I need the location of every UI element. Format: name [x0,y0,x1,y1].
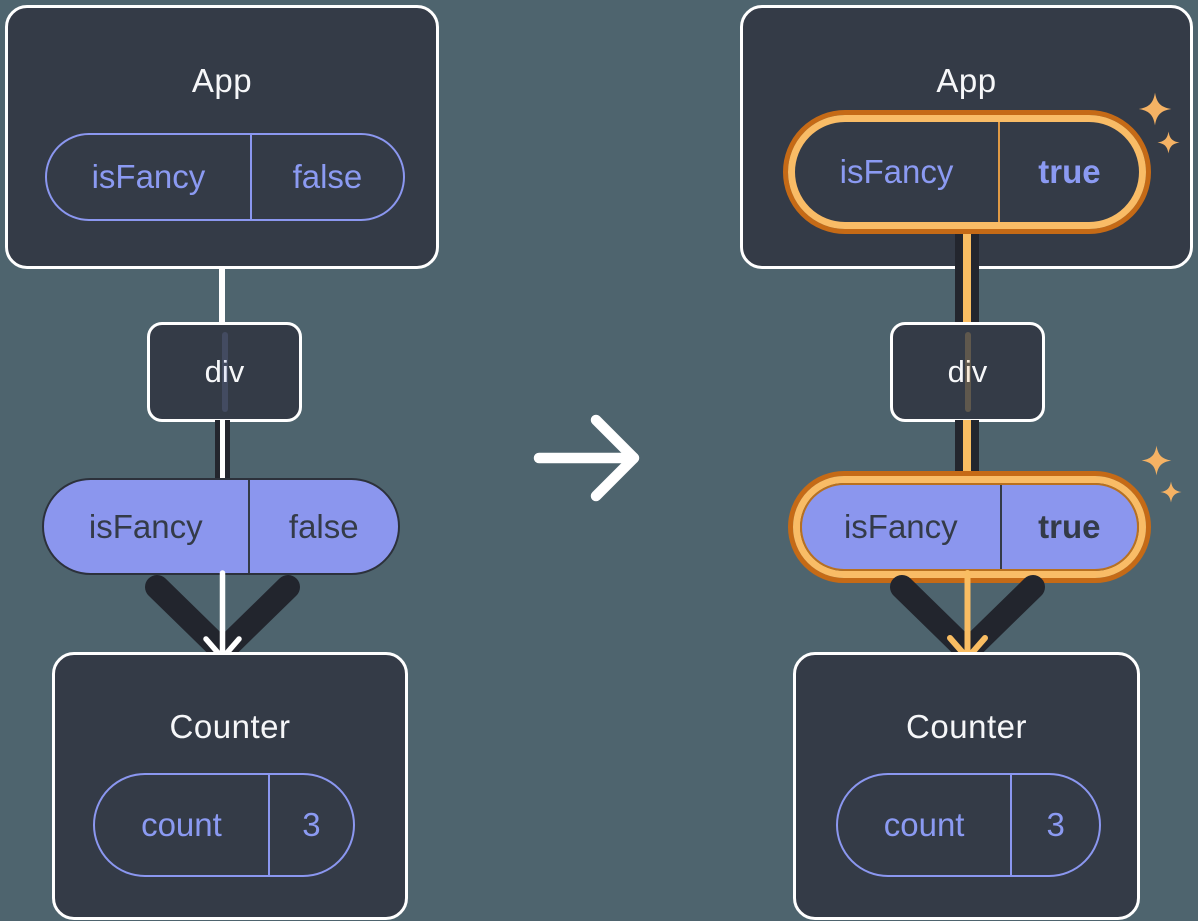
highlighted-state-pill: isFancy true [783,110,1151,234]
state-pill: isFancy false [45,133,405,221]
component-title: Counter [906,708,1027,745]
counter-component-card: Counter count 3 [52,652,408,920]
prop-name: isFancy [88,507,203,545]
pass-through-line [221,332,228,412]
prop-pipe [955,420,979,480]
div-node-label: div [204,354,245,389]
state-name: isFancy [839,153,954,190]
app-component-card: App isFancy false [5,5,439,269]
div-node: div [890,322,1045,422]
tree-edge [219,266,225,326]
state-name: isFancy [91,158,206,195]
prop-name: isFancy [843,508,958,545]
highlighted-prop-pill: isFancy true [788,471,1151,583]
prop-value: true [999,485,1137,569]
state-value: true [997,122,1139,222]
prop-pill: isFancy false [42,478,400,575]
arrow-right-icon [533,414,640,502]
state-value: false [249,135,403,219]
component-title: Counter [169,708,291,745]
prop-value: false [247,480,398,573]
sparkle-icon [1138,92,1172,126]
sparkle-icon [1141,445,1172,476]
component-title: App [191,62,253,99]
prop-pipe [215,420,230,480]
div-node: div [147,322,302,422]
prop-pipe [955,231,979,323]
pass-through-line [964,332,971,412]
sparkle-icon [1157,131,1180,154]
state-name: count [883,806,965,843]
state-name: count [141,806,222,843]
sparkle-icon [1160,481,1182,503]
component-title: App [936,62,997,99]
state-pill: count 3 [93,773,355,877]
div-node-label: div [947,354,988,389]
state-value: 3 [1010,775,1099,875]
state-value: 3 [267,775,353,875]
state-pill: count 3 [836,773,1101,877]
counter-component-card: Counter count 3 [793,652,1140,920]
